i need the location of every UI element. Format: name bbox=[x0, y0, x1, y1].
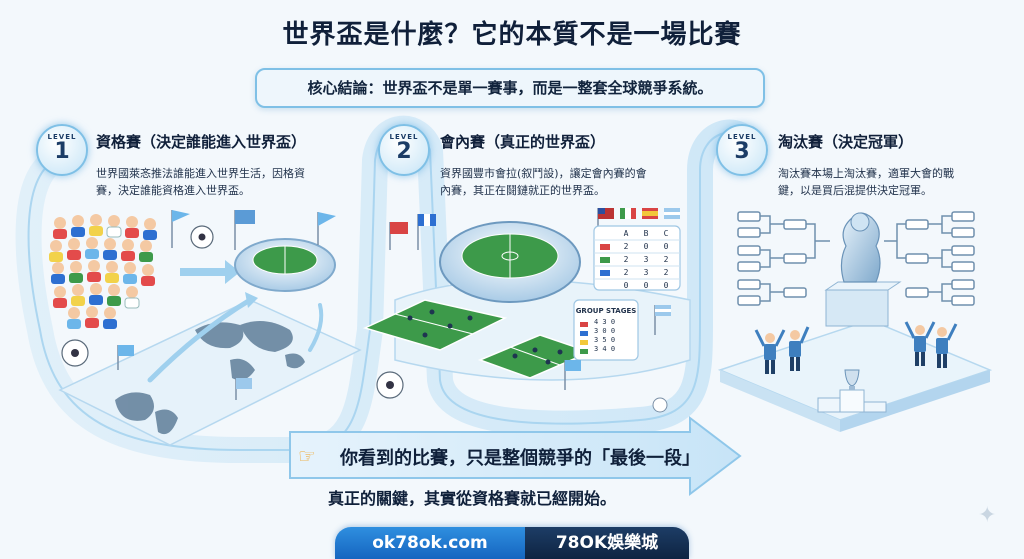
bottom-arrow bbox=[289, 415, 742, 497]
pointing-hand-icon: ☞ bbox=[298, 444, 316, 468]
group-stages-row: 3 4 0 bbox=[594, 345, 616, 353]
sub-message: 真正的關鍵，其實從資格賽就已經開始。 bbox=[328, 489, 617, 508]
level-label: LEVEL bbox=[47, 133, 77, 141]
group-stages-row: 3 5 0 bbox=[594, 336, 616, 344]
stadium-icon bbox=[234, 238, 336, 292]
table-cell: 0 bbox=[643, 242, 649, 251]
table-header: A bbox=[623, 229, 629, 238]
level-number: 1 bbox=[54, 139, 70, 164]
desc-line: 資界國豐市會拉(叙鬥設)，讓定會內賽的會 bbox=[440, 167, 647, 180]
players-to-stadium-arrow bbox=[180, 260, 240, 284]
level-label: LEVEL bbox=[727, 133, 757, 141]
group-table-text: A B C 2 0 0 2 3 2 2 3 2 0 0 0 bbox=[594, 227, 680, 292]
table-cell: 2 bbox=[663, 255, 669, 264]
group-stages-label: GROUP STAGES bbox=[575, 307, 637, 315]
table-header: B bbox=[643, 229, 649, 238]
level-number: 3 bbox=[734, 139, 750, 164]
table-cell: 0 bbox=[643, 281, 649, 290]
level-label: LEVEL bbox=[389, 133, 419, 141]
level-1-title: 資格賽（決定誰能進入世界盃） bbox=[96, 133, 307, 151]
footer-domain-link[interactable]: ok78ok.com bbox=[335, 527, 525, 559]
group-stages-row: 4 3 0 bbox=[594, 318, 616, 326]
table-cell: 2 bbox=[663, 268, 669, 277]
desc-line: 淘汰賽本場上淘汰賽，適軍大會的戰 bbox=[778, 167, 954, 180]
podium bbox=[817, 369, 887, 413]
group-stages-card bbox=[573, 299, 639, 361]
table-cell: 2 bbox=[623, 268, 629, 277]
footer-bar: ok78ok.com 78OK娛樂城 bbox=[335, 527, 689, 559]
level-2-description: 資界國豐市會拉(叙鬥設)，讓定會內賽的會 內賽，其正在鬪鏈就正的世界盃。 bbox=[440, 165, 647, 199]
level-3-badge: LEVEL 3 bbox=[716, 124, 768, 176]
level-2-badge: LEVEL 2 bbox=[378, 124, 430, 176]
group-table bbox=[593, 225, 681, 291]
table-cell: 3 bbox=[643, 255, 649, 264]
desc-line: 鍵，以是買后混提供決定冠軍。 bbox=[778, 184, 932, 197]
players-crowd bbox=[49, 214, 157, 329]
table-cell: 0 bbox=[623, 281, 629, 290]
desc-line: 賽，決定誰能資格進入世界盃。 bbox=[96, 184, 250, 197]
pitch bbox=[362, 299, 593, 379]
trophy-icon bbox=[824, 212, 902, 327]
desc-line: 世界國萊忞推法誰能進入世界生活，因格資 bbox=[96, 167, 305, 180]
table-cell: 2 bbox=[623, 255, 629, 264]
table-cell: 3 bbox=[643, 268, 649, 277]
level-1-badge: LEVEL 1 bbox=[36, 124, 88, 176]
stadium-icon bbox=[439, 221, 581, 303]
desc-line: 內賽，其正在鬪鏈就正的世界盃。 bbox=[440, 184, 605, 197]
celebrating-players bbox=[754, 321, 958, 374]
sparkle-icon: ✦ bbox=[978, 503, 997, 528]
table-cell: 2 bbox=[623, 242, 629, 251]
bracket bbox=[737, 211, 975, 306]
level-3-description: 淘汰賽本場上淘汰賽，適軍大會的戰 鍵，以是買后混提供決定冠軍。 bbox=[778, 165, 954, 199]
table-cell: 0 bbox=[663, 281, 669, 290]
table-cell: 0 bbox=[663, 242, 669, 251]
level-1-description: 世界國萊忞推法誰能進入世界生活，因格資 賽，決定誰能資格進入世界盃。 bbox=[96, 165, 305, 199]
soccer-ball-icon bbox=[61, 225, 404, 399]
footer-brand: 78OK娛樂城 bbox=[525, 527, 689, 559]
level-2-title: 會內賽（真正的世界盃） bbox=[440, 133, 606, 151]
level-3-title: 淘汰賽（決定冠軍） bbox=[778, 133, 914, 151]
arrow-message: 你看到的比賽，只是整個競爭的「最後一段」 bbox=[340, 448, 700, 469]
core-conclusion-box: 核心結論：世界盃不是單一賽事，而是一整套全球競爭系統。 bbox=[255, 68, 765, 108]
page-title: 世界盃是什麼？它的本質不是一場比賽 bbox=[282, 20, 742, 50]
group-stages-text: GROUP STAGES 4 3 0 3 0 0 3 5 0 3 4 0 bbox=[574, 304, 638, 354]
level-number: 2 bbox=[396, 139, 412, 164]
world-map-icon bbox=[115, 321, 305, 435]
group-stages-row: 3 0 0 bbox=[594, 327, 616, 335]
flag-icon bbox=[171, 210, 336, 250]
table-header: C bbox=[663, 229, 669, 238]
